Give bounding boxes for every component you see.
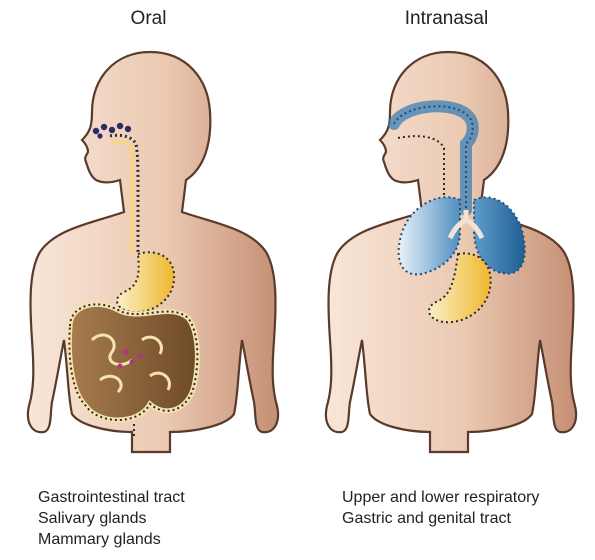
oral-sites-list: Gastrointestinal tract Salivary glands M…	[38, 487, 185, 550]
intranasal-title: Intranasal	[298, 8, 595, 30]
oral-panel: Oral Gastrointestinal tract Salivary gla…	[0, 0, 297, 560]
intranasal-site: Gastric and genital tract	[342, 508, 539, 529]
oral-body-illustration	[0, 40, 297, 460]
intranasal-panel: Intranasal Upper and lower respiratory G…	[298, 0, 595, 560]
intranasal-site: Upper and lower respiratory	[342, 487, 539, 508]
oral-site: Mammary glands	[38, 529, 185, 550]
oral-title: Oral	[0, 8, 297, 30]
intranasal-body-illustration	[298, 40, 595, 460]
intranasal-sites-list: Upper and lower respiratory Gastric and …	[342, 487, 539, 529]
oral-site: Gastrointestinal tract	[38, 487, 185, 508]
oral-site: Salivary glands	[38, 508, 185, 529]
